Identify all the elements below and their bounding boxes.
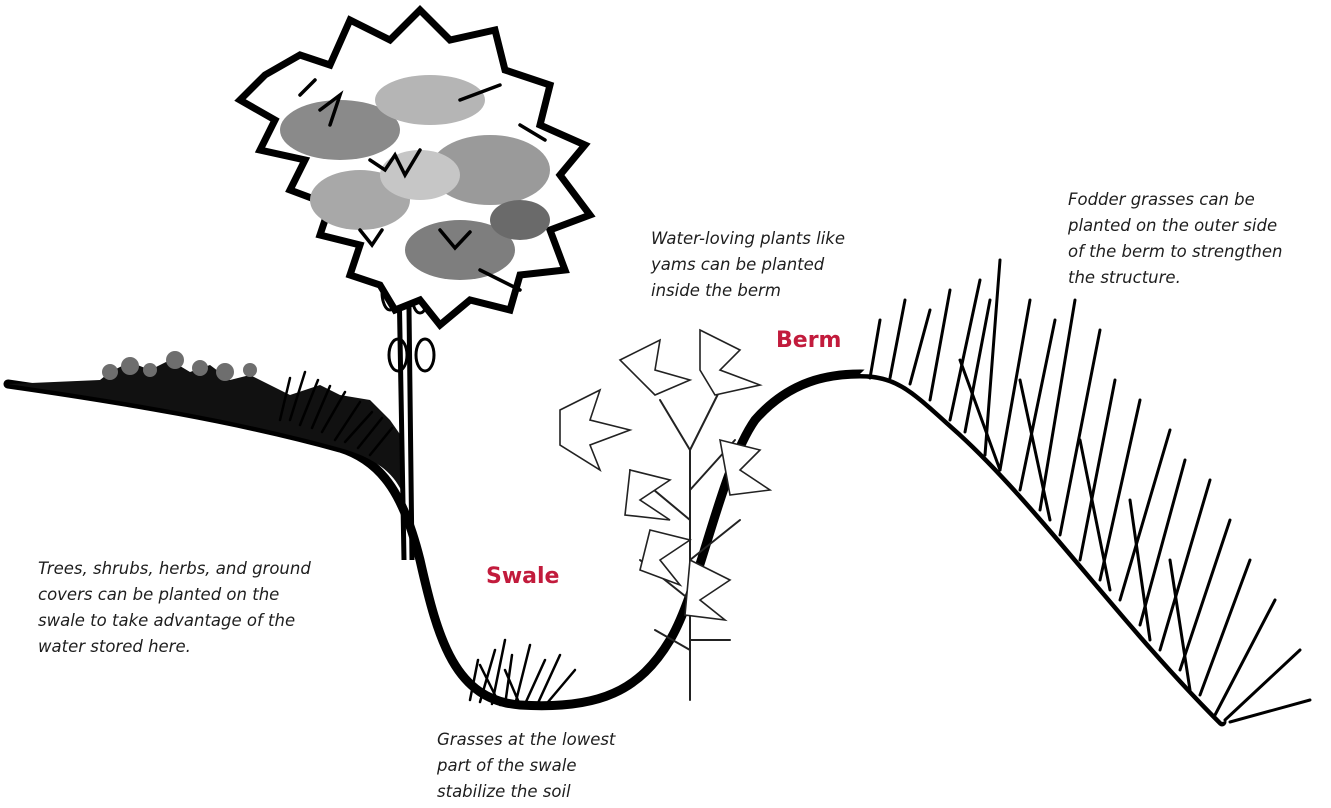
note-water-loving: Water-loving plants like yams can be pla… bbox=[651, 226, 845, 304]
note-trees-line: water stored here. bbox=[38, 634, 311, 660]
note-trees-line: swale to take advantage of the bbox=[38, 608, 311, 634]
note-fodder-line: the structure. bbox=[1068, 265, 1282, 291]
berm-grass-mass bbox=[860, 300, 1300, 722]
note-fodder-line: of the berm to strengthen bbox=[1068, 239, 1282, 265]
note-water-loving-line: inside the berm bbox=[651, 278, 845, 304]
yam-leaves bbox=[560, 330, 770, 620]
note-trees: Trees, shrubs, herbs, and ground covers … bbox=[38, 556, 311, 660]
note-fodder: Fodder grasses can be planted on the out… bbox=[1068, 187, 1282, 291]
note-grasses-lowest-line: Grasses at the lowest bbox=[437, 727, 615, 753]
tree bbox=[240, 10, 590, 560]
note-grasses-lowest-line: stabilize the soil bbox=[437, 779, 615, 805]
note-trees-line: covers can be planted on the bbox=[38, 582, 311, 608]
note-grasses-lowest-line: part of the swale bbox=[437, 753, 615, 779]
note-fodder-line: planted on the outer side bbox=[1068, 213, 1282, 239]
note-water-loving-line: yams can be planted bbox=[651, 252, 845, 278]
berm-label: Berm bbox=[776, 328, 841, 353]
note-water-loving-line: Water-loving plants like bbox=[651, 226, 845, 252]
note-trees-line: Trees, shrubs, herbs, and ground bbox=[38, 556, 311, 582]
note-fodder-line: Fodder grasses can be bbox=[1068, 187, 1282, 213]
note-grasses-lowest: Grasses at the lowest part of the swale … bbox=[437, 727, 615, 805]
swale-label: Swale bbox=[486, 564, 559, 589]
